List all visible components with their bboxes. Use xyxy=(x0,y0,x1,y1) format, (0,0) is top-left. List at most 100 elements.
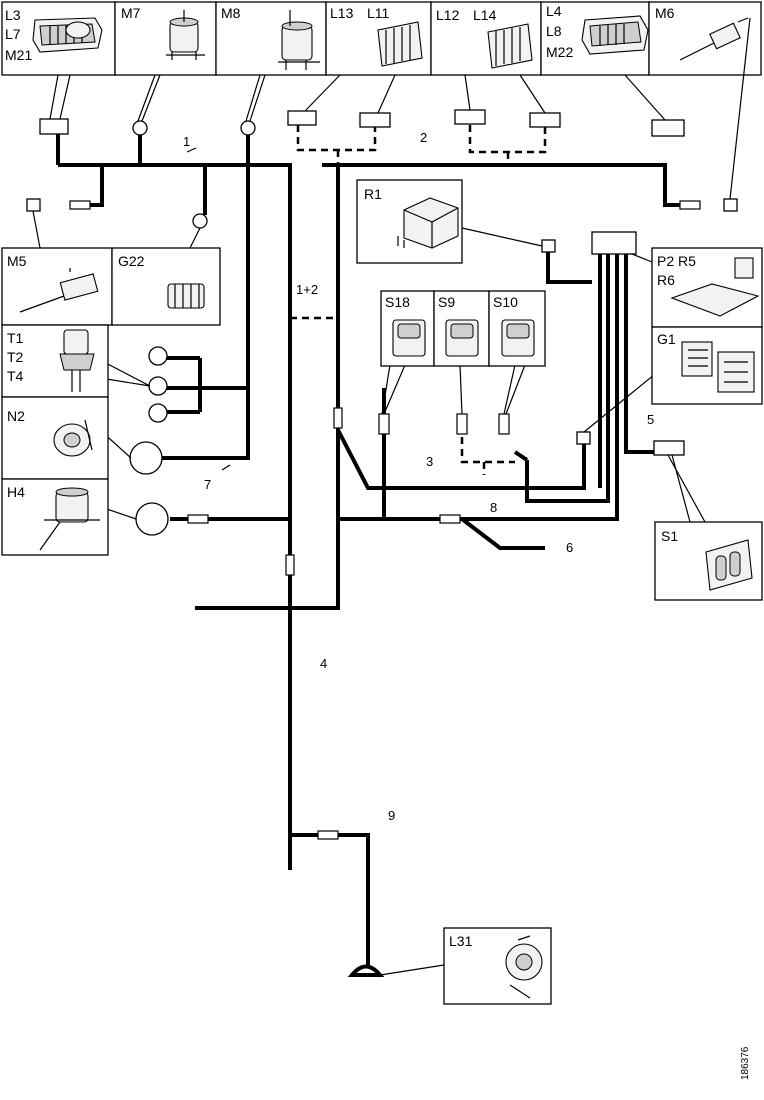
connector-s10 xyxy=(498,413,510,435)
label-l8: L8 xyxy=(546,23,562,39)
connector-l13 xyxy=(287,110,317,126)
label-n2: N2 xyxy=(7,408,25,424)
label-l12: L12 xyxy=(436,7,460,23)
harness-label-1-2: 1+2 xyxy=(296,282,318,297)
inline-fuse-harness-4 xyxy=(285,554,295,576)
connector-m7 xyxy=(132,120,148,136)
connector-l14 xyxy=(529,112,561,128)
connectors xyxy=(26,109,738,840)
label-l31: L31 xyxy=(449,933,473,949)
harness-label-3: 3 xyxy=(426,454,433,469)
label-h4: H4 xyxy=(7,484,25,500)
control-unit-g1-icon xyxy=(681,341,755,393)
connector-h4 xyxy=(135,502,169,536)
callout-leaders xyxy=(32,17,751,976)
connector-l12 xyxy=(454,109,486,125)
connector-t1 xyxy=(148,346,168,366)
connector-lamp-group-1 xyxy=(39,118,69,135)
relay-panel-icon xyxy=(670,257,760,317)
harness-label-7: 7 xyxy=(204,477,211,492)
label-l13: L13 xyxy=(330,5,354,21)
sensor-t-icon xyxy=(59,329,95,392)
label-m21: M21 xyxy=(5,47,32,63)
connector-lamp-group-2 xyxy=(651,119,685,137)
box-m6 xyxy=(648,1,762,76)
l31-connector xyxy=(347,964,385,977)
label-m22: M22 xyxy=(546,44,573,60)
harness-label-9: 9 xyxy=(388,808,395,823)
inline-fuse-harness-6 xyxy=(439,514,461,524)
inline-fuse-h4 xyxy=(187,514,209,524)
motor-m8-icon xyxy=(278,10,320,70)
dashed-branches xyxy=(290,125,547,475)
connector-l11 xyxy=(359,112,391,128)
label-l7: L7 xyxy=(5,26,21,42)
label-g22: G22 xyxy=(118,253,145,269)
relay-r1-icon xyxy=(397,197,459,249)
lamp-unit-l12-l14-icon xyxy=(487,23,533,69)
label-g1: G1 xyxy=(657,331,676,347)
connector-t2 xyxy=(148,376,168,396)
harness-label-4: 4 xyxy=(320,656,327,671)
connector-r1 xyxy=(541,239,556,253)
harness-label-6: 6 xyxy=(566,540,573,555)
label-l14: L14 xyxy=(473,7,497,23)
label-m7: M7 xyxy=(121,5,141,21)
switch-s10-icon xyxy=(501,319,535,357)
connector-t4 xyxy=(148,403,168,423)
switch-s1-icon xyxy=(705,539,753,591)
connector-g22 xyxy=(192,213,208,229)
harness-lines xyxy=(56,130,690,977)
label-r6: R6 xyxy=(657,272,675,288)
label-s18: S18 xyxy=(385,294,410,310)
inline-fuse-m6 xyxy=(679,200,701,210)
connector-g1 xyxy=(576,431,591,445)
harness-numbers: 1 2 1+2 3 4 5 6 7 8 9 xyxy=(183,130,654,823)
connector-s18 xyxy=(378,413,390,435)
connector-m6 xyxy=(723,198,738,212)
label-m6: M6 xyxy=(655,5,675,21)
label-m8: M8 xyxy=(221,5,241,21)
box-h4 xyxy=(1,478,109,556)
motor-m5-icon xyxy=(19,268,99,313)
inline-fuse-harness-9 xyxy=(317,830,339,840)
harness-label-5: 5 xyxy=(647,412,654,427)
connector-m8 xyxy=(240,120,256,136)
relay-g22-icon xyxy=(167,283,205,309)
label-l3: L3 xyxy=(5,7,21,23)
reference-number: 186376 xyxy=(740,1046,751,1080)
connector-m5 xyxy=(26,198,41,212)
label-t2: T2 xyxy=(7,349,24,365)
top-component-row: L3 L7 M21 M7 M8 L13 L11 L12 L14 L4 L8 M2… xyxy=(1,1,762,76)
harness-label-2: 2 xyxy=(420,130,427,145)
label-l11: L11 xyxy=(367,5,390,21)
headlamp-icon xyxy=(32,17,103,53)
connector-s9 xyxy=(456,413,468,435)
label-t4: T4 xyxy=(7,368,24,384)
label-t1: T1 xyxy=(7,330,24,346)
lamp-unit-l13-l11-icon xyxy=(377,21,423,67)
harness-label-8: 8 xyxy=(490,500,497,515)
switch-s9-icon xyxy=(445,319,479,357)
component-boxes: M5 G22 T1 T2 T4 N2 H4 R1 P2 R5 R6 G1 S18… xyxy=(1,179,763,1005)
motor-m6-icon xyxy=(679,17,749,61)
label-s10: S10 xyxy=(493,294,518,310)
label-s1: S1 xyxy=(661,528,678,544)
connector-n2 xyxy=(129,441,163,475)
label-p2-r5: P2 R5 xyxy=(657,253,696,269)
horn-h4-icon xyxy=(39,487,100,551)
inline-fuse-harness-12 xyxy=(333,407,343,429)
label-m5: M5 xyxy=(7,253,27,269)
connector-relay-panel xyxy=(591,231,637,255)
headlamp-2-icon xyxy=(581,15,649,55)
connector-s1 xyxy=(653,440,685,456)
motor-m7-icon xyxy=(166,10,205,60)
speaker-n2-icon xyxy=(53,419,93,457)
label-r1: R1 xyxy=(364,186,382,202)
label-s9: S9 xyxy=(438,294,455,310)
inline-fuse-m5 xyxy=(69,200,91,210)
label-l4: L4 xyxy=(546,3,562,19)
harness-label-1: 1 xyxy=(183,134,190,149)
box-m7 xyxy=(114,1,217,76)
